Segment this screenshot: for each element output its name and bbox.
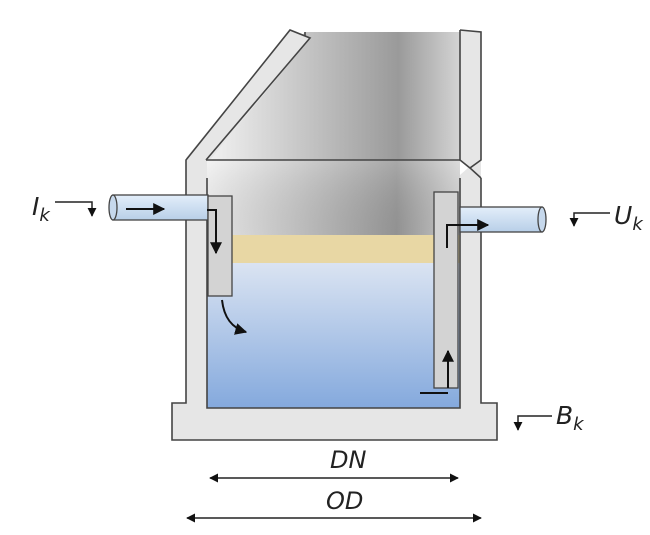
outlet-pipe	[459, 206, 547, 233]
shell-outline	[171, 29, 498, 441]
water-body	[207, 262, 460, 408]
outlet-label: Uk	[614, 201, 644, 235]
inlet-label: Ik	[32, 192, 51, 226]
outlet-baffle	[433, 191, 459, 389]
left-wall-lip	[186, 152, 207, 178]
flow-arrows	[126, 203, 490, 394]
left-wall	[186, 30, 310, 408]
base-slab	[172, 403, 497, 440]
inlet-down-arrow	[207, 209, 222, 255]
riser-cylinder	[207, 32, 462, 160]
outlet-flow-arrow	[446, 219, 490, 248]
od-label: OD	[326, 487, 363, 515]
scum-layer	[207, 235, 460, 263]
inner-chamber-shade	[207, 160, 460, 235]
bottom-label: Bk	[556, 401, 585, 435]
bottom-level-symbol	[513, 415, 552, 431]
inlet-pipe	[108, 194, 209, 221]
outlet-level-symbol	[569, 212, 610, 227]
level-symbols	[55, 201, 610, 431]
inlet-curve-arrow	[221, 299, 248, 335]
dn-label: DN	[330, 446, 366, 474]
inlet-level-symbol	[55, 201, 97, 217]
